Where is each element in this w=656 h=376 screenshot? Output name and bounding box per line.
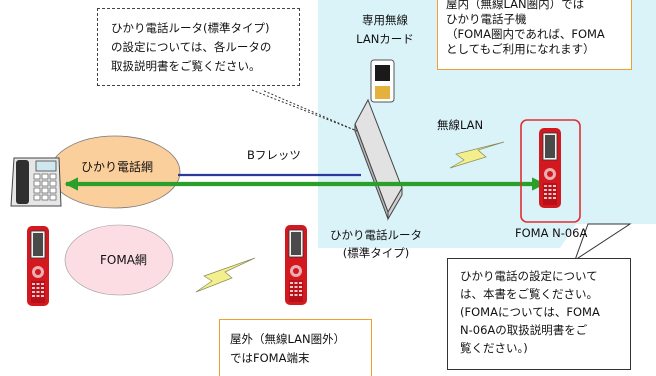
hikari-network-label: ひかり電話網 bbox=[81, 160, 154, 174]
callout-line: N-06Aの取扱説明書をご bbox=[460, 323, 588, 337]
wireless-lan-label: 無線LAN bbox=[437, 118, 484, 132]
callout-line: ひかり電話の設定について bbox=[460, 269, 598, 283]
callout-line: は、本書をご覧ください。 bbox=[460, 287, 598, 301]
settings-callout: ひかり電話の設定について は、本書をご覧ください。 (FOMAについては、FOM… bbox=[447, 258, 631, 370]
callout-line: ではFOMA端末 bbox=[230, 351, 310, 365]
desk-phone-icon bbox=[10, 157, 62, 207]
outdoor-usage-callout: 屋外（無線LAN圏外） ではFOMA端末 bbox=[219, 319, 372, 376]
router-label: ひかり電話ルータ (標準タイプ) bbox=[326, 226, 426, 262]
callout-line: 覧ください。) bbox=[460, 341, 528, 355]
label-line: 専用無線 bbox=[362, 13, 408, 27]
mobile-phone-icon bbox=[284, 224, 308, 306]
foma-highlight-box bbox=[520, 119, 581, 223]
lightning-icon bbox=[195, 257, 256, 293]
label-line: (標準タイプ) bbox=[342, 246, 410, 260]
mobile-phone-icon bbox=[538, 127, 562, 209]
lightning-icon bbox=[449, 141, 505, 169]
lan-card-icon bbox=[370, 59, 395, 103]
callout-line: 取扱説明書をご覧ください。 bbox=[111, 59, 261, 73]
callout-pointer bbox=[574, 223, 632, 262]
callout-line: 屋外（無線LAN圏外） bbox=[230, 332, 346, 346]
callout-line: ひかり電話ルータ(標準タイプ) bbox=[111, 21, 270, 35]
mobile-phone-icon bbox=[26, 225, 50, 307]
lan-card-label: 専用無線 LANカード bbox=[355, 11, 415, 49]
callout-line: の設定については、各ルータの bbox=[111, 40, 272, 54]
b-flets-label: Bフレッツ bbox=[247, 148, 301, 162]
label-line: LANカード bbox=[356, 32, 414, 46]
callout-line: としてもご利用になれます） bbox=[446, 42, 595, 56]
label-line: ひかり電話ルータ bbox=[330, 228, 422, 242]
router-settings-callout: ひかり電話ルータ(標準タイプ) の設定については、各ルータの 取扱説明書をご覧く… bbox=[97, 8, 300, 86]
callout-pointer bbox=[251, 89, 358, 132]
callout-line: （FOMA圏内であれば、FOMA bbox=[446, 27, 605, 41]
foma-network-ellipse bbox=[64, 224, 174, 296]
callout-line: ひかり電話子機 bbox=[446, 12, 527, 26]
callout-line: (FOMAについては、FOMA bbox=[460, 305, 600, 319]
indoor-usage-callout: 屋内（無線LAN圏内）では ひかり電話子機 （FOMA圏内であれば、FOMA と… bbox=[437, 0, 632, 70]
foma-network-label: FOMA網 bbox=[100, 253, 147, 267]
callout-line: 屋内（無線LAN圏内）では bbox=[446, 0, 585, 11]
foma-model-label: FOMA N-06A bbox=[515, 226, 588, 240]
